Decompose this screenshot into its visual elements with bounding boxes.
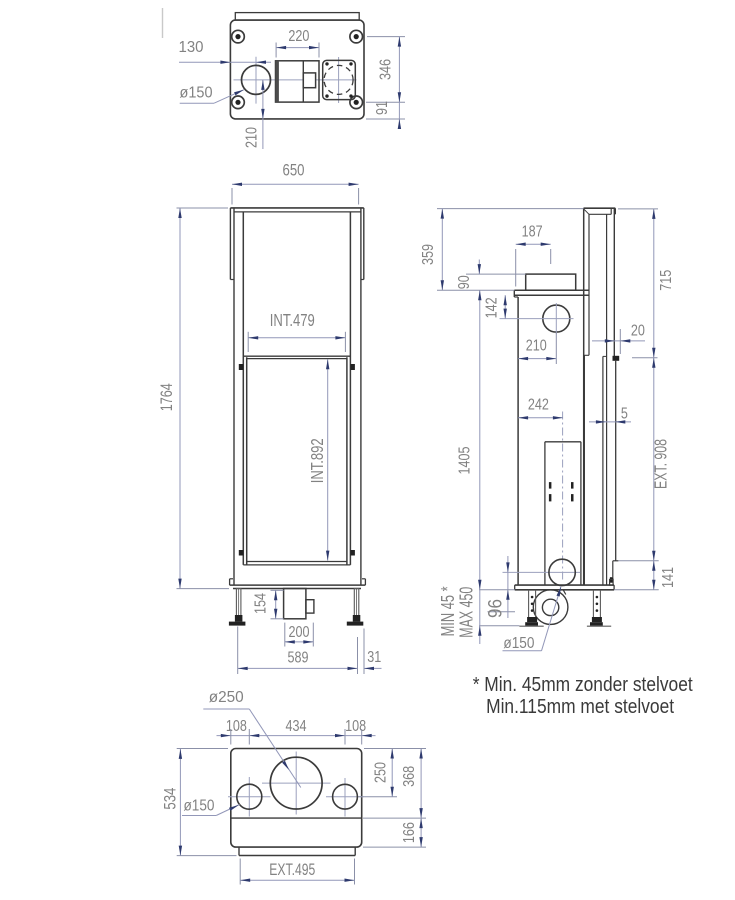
svg-text:20: 20 <box>631 323 645 340</box>
svg-text:INT.892: INT.892 <box>307 438 327 483</box>
svg-text:90: 90 <box>456 275 473 289</box>
svg-text:108: 108 <box>345 718 366 735</box>
svg-text:Min.115mm met stelvoet: Min.115mm met stelvoet <box>486 695 674 718</box>
svg-text:142: 142 <box>484 297 501 318</box>
svg-text:154: 154 <box>253 593 270 614</box>
svg-text:434: 434 <box>286 718 307 735</box>
svg-text:EXT.495: EXT.495 <box>269 860 315 879</box>
svg-text:715: 715 <box>658 270 675 291</box>
svg-text:ø250: ø250 <box>209 689 244 706</box>
svg-text:INT.479: INT.479 <box>270 310 315 330</box>
svg-text:96: 96 <box>486 599 507 618</box>
svg-text:108: 108 <box>226 718 247 735</box>
svg-text:368: 368 <box>401 766 418 787</box>
svg-text:210: 210 <box>244 127 261 148</box>
svg-text:187: 187 <box>522 224 543 241</box>
svg-text:210: 210 <box>526 338 547 355</box>
svg-text:589: 589 <box>288 649 309 666</box>
svg-text:MAX 450: MAX 450 <box>457 587 477 638</box>
svg-text:200: 200 <box>289 624 310 641</box>
svg-text:31: 31 <box>367 649 381 666</box>
svg-text:166: 166 <box>401 822 418 843</box>
svg-text:91: 91 <box>374 101 391 115</box>
svg-text:ø150: ø150 <box>180 84 213 101</box>
svg-text:130: 130 <box>179 39 204 56</box>
svg-text:359: 359 <box>420 244 437 265</box>
svg-text:346: 346 <box>377 59 394 80</box>
svg-text:* Min. 45mm zonder stelvoet: * Min. 45mm zonder stelvoet <box>473 673 693 696</box>
svg-text:EXT. 908: EXT. 908 <box>651 439 671 489</box>
svg-text:650: 650 <box>283 161 305 180</box>
svg-text:141: 141 <box>660 567 677 588</box>
svg-text:MIN 45 *: MIN 45 * <box>438 586 458 636</box>
svg-text:1764: 1764 <box>158 383 176 411</box>
svg-text:534: 534 <box>161 788 180 810</box>
svg-text:250: 250 <box>372 762 389 783</box>
svg-text:242: 242 <box>528 396 549 413</box>
svg-text:ø150: ø150 <box>503 635 534 652</box>
svg-text:1405: 1405 <box>457 446 474 474</box>
svg-text:ø150: ø150 <box>184 798 215 815</box>
svg-text:220: 220 <box>288 28 309 45</box>
svg-text:5: 5 <box>621 405 628 422</box>
